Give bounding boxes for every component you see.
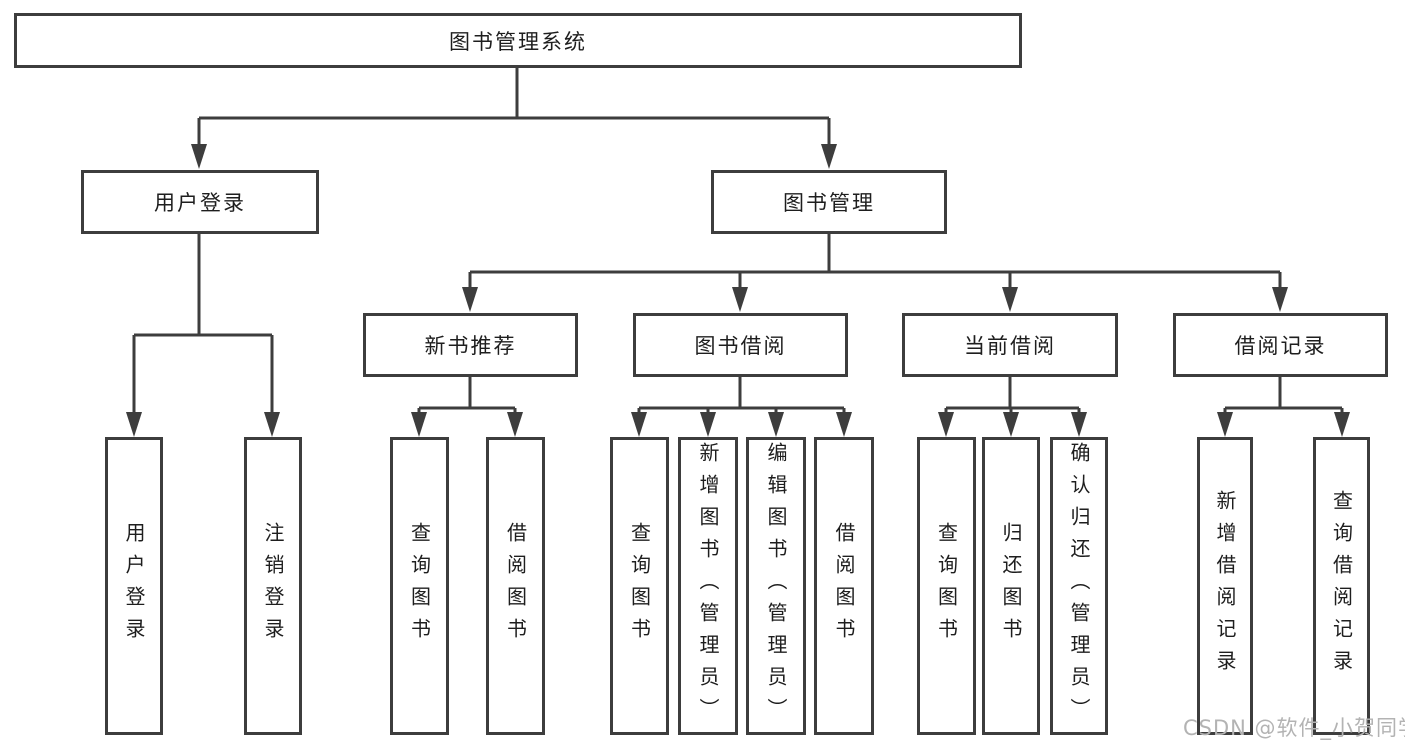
leaf-query-books-recommend: 查询图书 bbox=[390, 437, 449, 735]
node-label: 借阅图书 bbox=[832, 522, 856, 650]
arrowhead-icon bbox=[507, 412, 523, 437]
arrowhead-icon bbox=[631, 412, 647, 437]
node-current-borrowing: 当前借阅 bbox=[902, 313, 1118, 377]
node-label: 查询图书 bbox=[407, 522, 432, 650]
node-label: 图书借阅 bbox=[694, 334, 787, 358]
node-label: 查询图书 bbox=[627, 522, 652, 650]
leaf-logout: 注销登录 bbox=[244, 437, 302, 735]
leaf-borrow-books-recommend: 借阅图书 bbox=[486, 437, 545, 735]
node-label: 图书管理系统 bbox=[449, 29, 587, 54]
leaf-query-books-borrowing: 查询图书 bbox=[610, 437, 669, 735]
arrowhead-icon bbox=[938, 412, 954, 437]
node-label: 新书推荐 bbox=[424, 334, 517, 358]
leaf-query-books-current: 查询图书 bbox=[917, 437, 976, 735]
node-label: 新增图书（管理员） bbox=[696, 442, 720, 730]
node-label: 编辑图书（管理员） bbox=[764, 442, 788, 730]
node-label: 注销登录 bbox=[261, 522, 285, 650]
node-label: 用户登录 bbox=[122, 522, 146, 650]
node-user-login: 用户登录 bbox=[81, 170, 319, 234]
node-label: 用户登录 bbox=[154, 191, 246, 215]
leaf-return-books: 归还图书 bbox=[982, 437, 1040, 735]
node-label: 查询图书 bbox=[934, 522, 959, 650]
arrowhead-icon bbox=[1334, 412, 1350, 437]
leaf-confirm-return-admin: 确认归还（管理员） bbox=[1050, 437, 1108, 735]
node-library-management-system: 图书管理系统 bbox=[14, 13, 1022, 68]
node-label: 新增借阅记录 bbox=[1213, 490, 1237, 682]
node-label: 确认归还（管理员） bbox=[1067, 442, 1091, 730]
arrowhead-icon bbox=[264, 412, 280, 437]
leaf-query-borrow-record: 查询借阅记录 bbox=[1313, 437, 1370, 735]
arrowhead-icon bbox=[1003, 412, 1019, 437]
leaf-add-books-admin: 新增图书（管理员） bbox=[678, 437, 738, 735]
arrowhead-icon bbox=[700, 412, 716, 437]
node-label: 归还图书 bbox=[999, 522, 1023, 650]
leaf-borrow-books: 借阅图书 bbox=[814, 437, 874, 735]
node-label: 图书管理 bbox=[783, 191, 875, 215]
arrowhead-icon bbox=[191, 144, 207, 169]
node-book-management: 图书管理 bbox=[711, 170, 947, 234]
arrowhead-icon bbox=[836, 412, 852, 437]
leaf-user-login: 用户登录 bbox=[105, 437, 163, 735]
node-borrowing-records: 借阅记录 bbox=[1173, 313, 1388, 377]
leaf-edit-books-admin: 编辑图书（管理员） bbox=[746, 437, 806, 735]
arrowhead-icon bbox=[126, 412, 142, 437]
node-label: 当前借阅 bbox=[964, 334, 1056, 358]
node-label: 借阅图书 bbox=[503, 522, 528, 650]
arrowhead-icon bbox=[411, 412, 427, 437]
arrowhead-icon bbox=[1071, 412, 1087, 437]
leaf-add-borrow-record: 新增借阅记录 bbox=[1197, 437, 1253, 735]
node-new-book-recommend: 新书推荐 bbox=[363, 313, 578, 377]
arrowhead-icon bbox=[1002, 287, 1018, 312]
arrowhead-icon bbox=[1272, 287, 1288, 312]
arrowhead-icon bbox=[462, 287, 478, 312]
node-label: 查询借阅记录 bbox=[1329, 490, 1354, 682]
node-book-borrowing: 图书借阅 bbox=[633, 313, 848, 377]
arrowhead-icon bbox=[1217, 412, 1233, 437]
node-label: 借阅记录 bbox=[1234, 334, 1327, 358]
arrowhead-icon bbox=[732, 287, 748, 312]
arrowhead-icon bbox=[821, 144, 837, 169]
arrowhead-icon bbox=[768, 412, 784, 437]
csdn-watermark: CSDN @软件_小贺同学 bbox=[1183, 716, 1405, 740]
